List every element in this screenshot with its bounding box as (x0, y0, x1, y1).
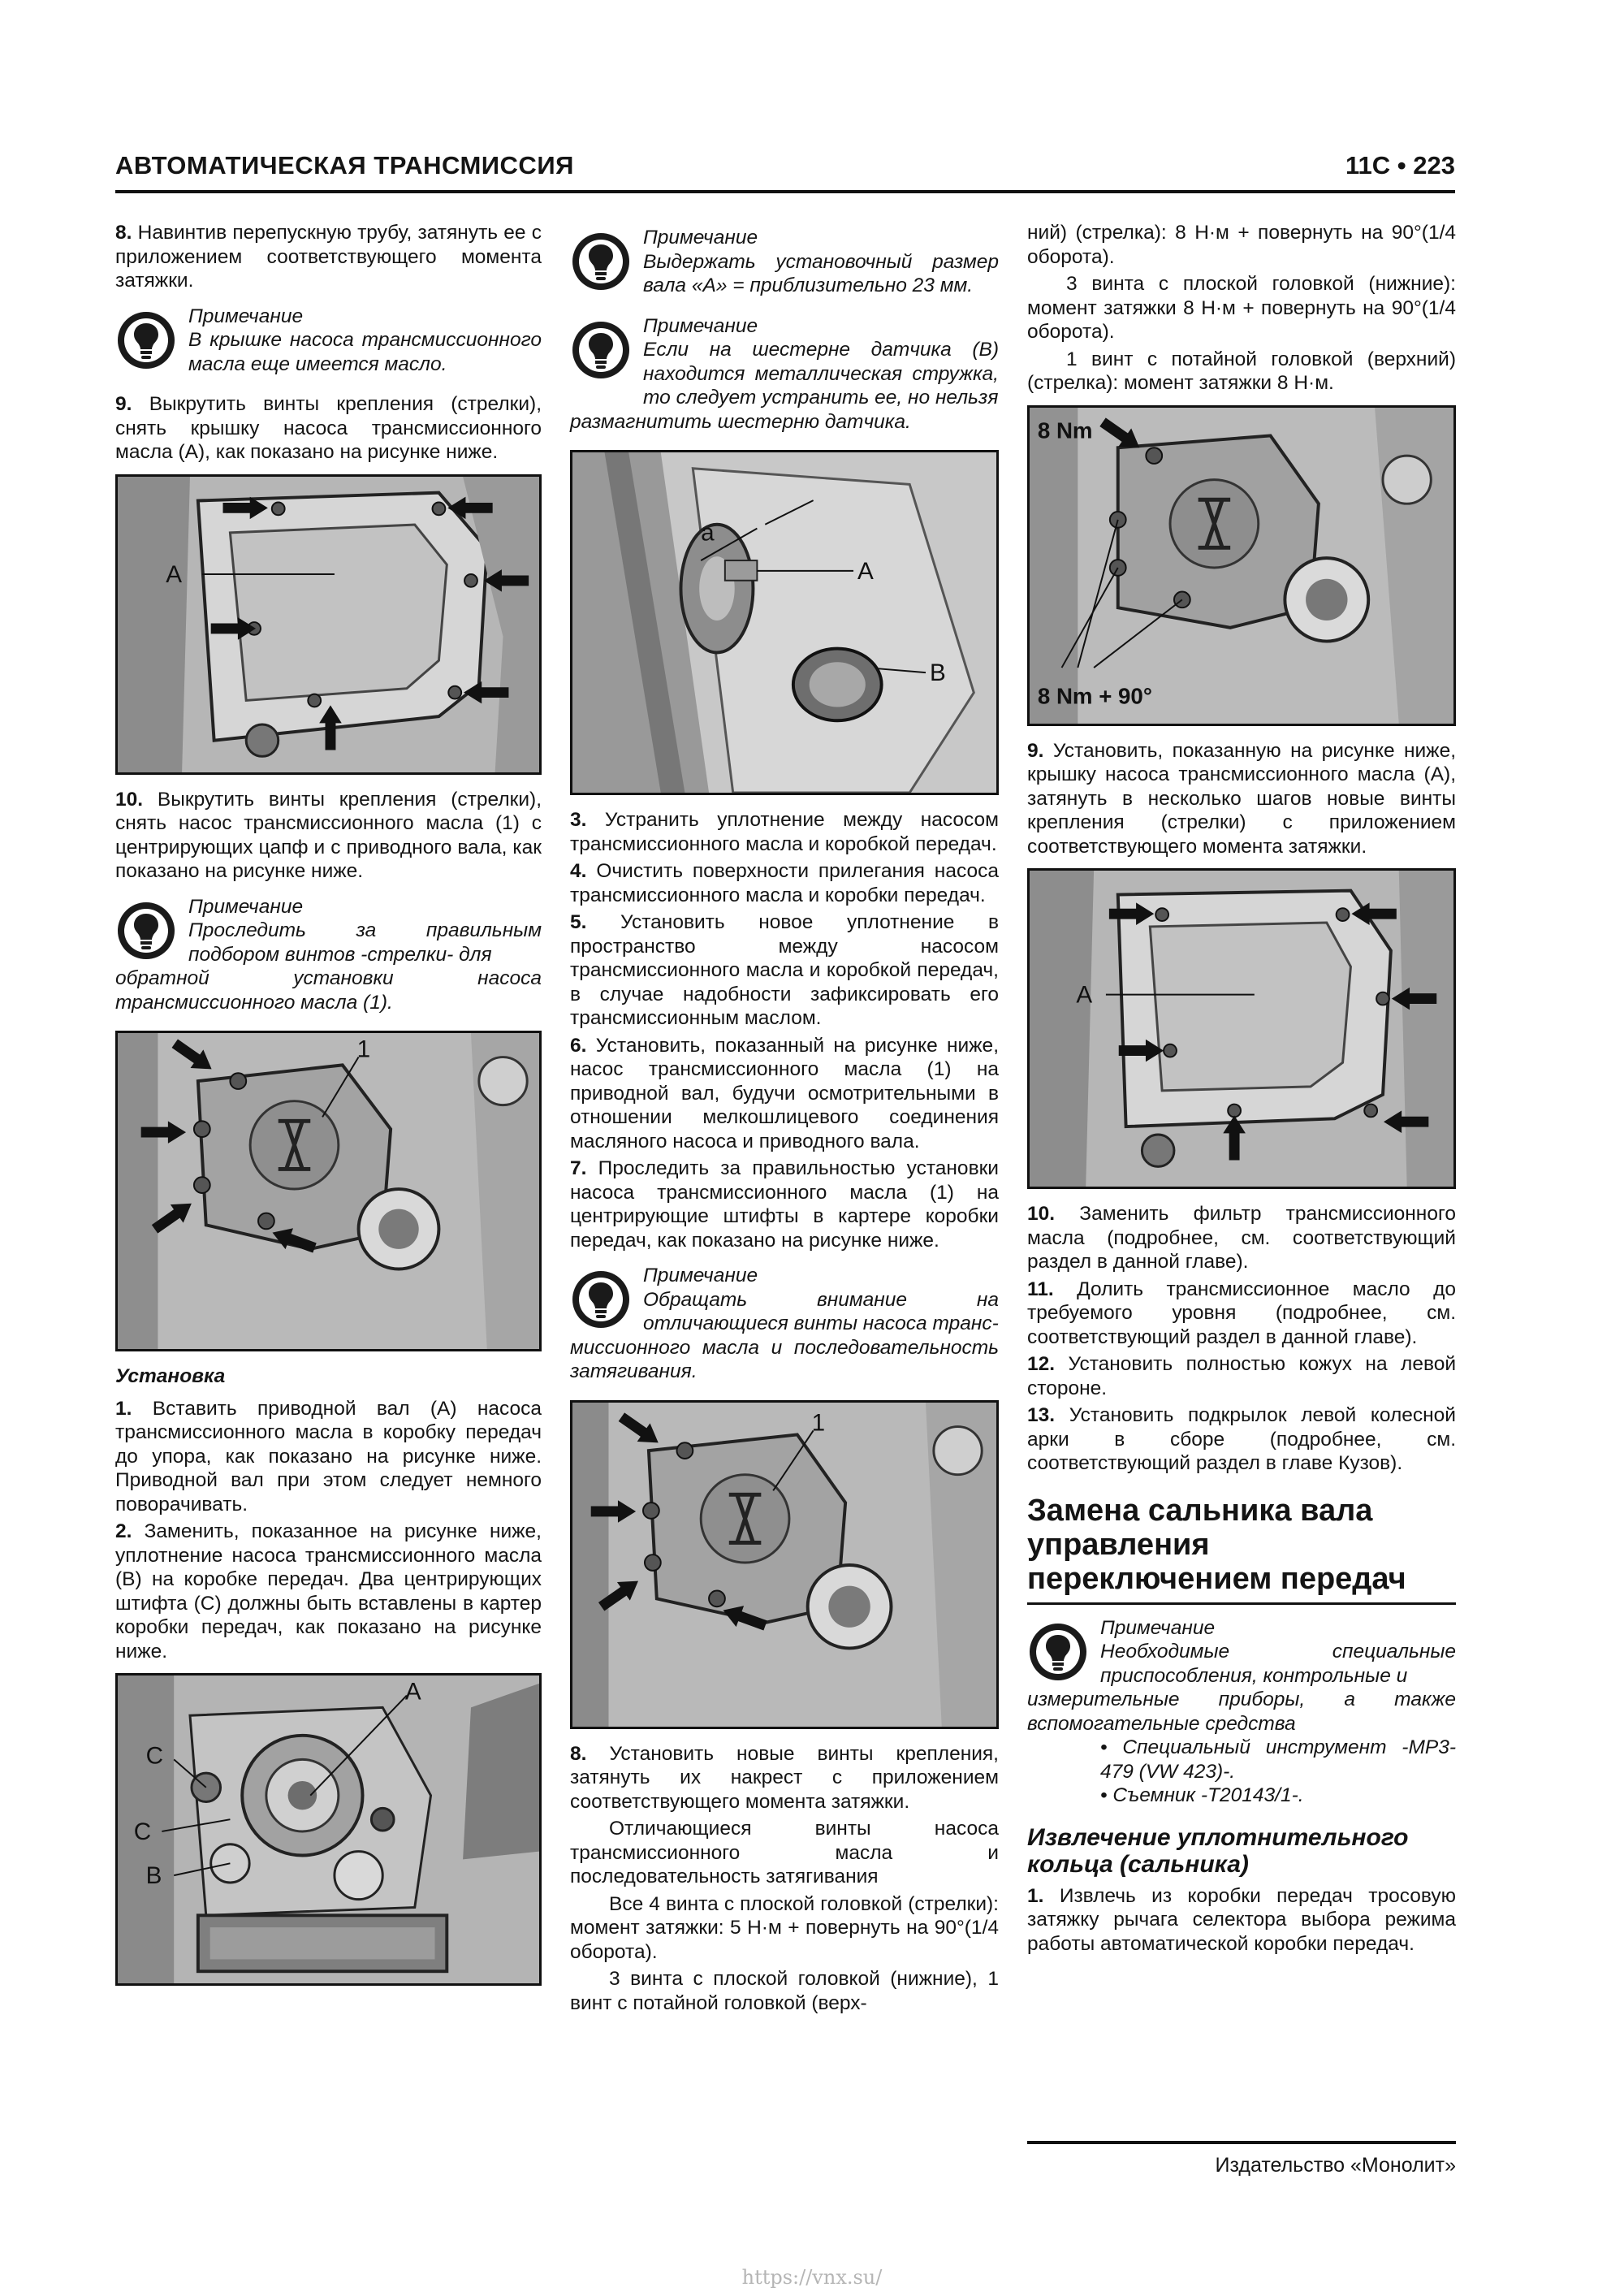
watermark-url: https://vnx.su/ (741, 2266, 883, 2289)
figure-pump-removal: 1 (115, 1031, 542, 1351)
page-header: АВТОМАТИЧЕСКАЯ ТРАНСМИССИЯ 11С • 223 (115, 148, 1455, 193)
figure-drive-shaft-seal: A C C B (115, 1673, 542, 1986)
torque-para-4: 3 винта с плоской головкой (нижние): мом… (1027, 273, 1456, 343)
column-2: Примечание Выдержать установочный размер… (570, 221, 999, 2018)
figure-sensor-gear: a A B (570, 450, 999, 795)
figure-pump-install: 1 (570, 1399, 999, 1729)
step-10b: 10. Заменить фильтр трансмиссионного мас… (1027, 1203, 1456, 1273)
step-7: 7. Проследить за правильностью установки… (570, 1157, 999, 1252)
lightbulb-note-icon (1027, 1621, 1089, 1683)
note-special-tools: Примечание Необходимые специальные присп… (1027, 1616, 1456, 1807)
removal-step-1: 1. Извлечь из коробки передач тросовую з… (1027, 1884, 1456, 1955)
fig4-label-b: B (930, 659, 946, 686)
install-heading: Установка (115, 1365, 226, 1387)
chapter-title: АВТОМАТИЧЕСКАЯ ТРАНСМИССИЯ (115, 151, 574, 179)
install-step-2: 2. Заменить, показанное на рисунке ниже,… (115, 1520, 542, 1663)
figure-torque-sequence: 8 Nm 8 Nm + 90° (1027, 404, 1456, 726)
tool-bullet-2: • Съемник -Т20143/1-. (1100, 1784, 1304, 1806)
step-9b: 9. Установить, показанную на рисунке ниж… (1027, 739, 1457, 858)
step-12: 12. Установить полностью кожух на левой … (1027, 1353, 1457, 1399)
torque-para-3: 3 винта с плоской головкой (нижние), 1 в… (570, 1968, 999, 2014)
lightbulb-note-icon (570, 231, 632, 292)
step-8b: 8. Установить новые винты крепления, зат… (570, 1742, 999, 1813)
step-6: 6. Установить, показанный на рисунке ниж… (570, 1034, 999, 1152)
section-title: Замена сальника вала управления переключ… (1027, 1494, 1456, 1605)
publisher-footer: Издательство «Монолит» (1027, 2141, 1456, 2177)
subsection-title: Извлечение уплотнительного кольца (сальн… (1027, 1823, 1409, 1878)
figure-cover-install: A (1027, 868, 1456, 1189)
figure-pump-cover-removal: A (115, 473, 542, 775)
fig3-label-c1: C (146, 1742, 163, 1769)
lightbulb-note-icon (115, 309, 177, 371)
fig4-label-a-small: a (701, 519, 715, 546)
fig7-label-a: A (1076, 982, 1092, 1009)
column-3: ний) (стрелка): 8 Н·м + повернуть на 90°… (1027, 221, 1456, 1959)
fig1-label-a: A (166, 560, 182, 587)
page-number: 11С • 223 (1345, 151, 1455, 179)
fig3-label-c2: C (134, 1818, 151, 1845)
column-1: 8. Навинтив перепускную трубу, затянуть … (115, 221, 542, 1999)
note-shaft-dimension: Примечание Выдержать установочный размер… (570, 226, 999, 298)
step-13: 13. Установить подкрылок левой колесной … (1027, 1404, 1456, 1474)
fig3-label-b: B (146, 1862, 162, 1889)
torque-para-3-cont: ний) (стрелка): 8 Н·м + повернуть на 90°… (1027, 222, 1456, 268)
step-10: 10. Выкрутить винты крепления (стрелки),… (115, 788, 542, 883)
torque-para-2: Все 4 винта с плоской головкой (стрелки)… (570, 1892, 999, 1963)
note-different-bolts: Примечание Обращать внимание на отличающ… (570, 1265, 999, 1382)
lightbulb-note-icon (570, 1269, 632, 1330)
step-5: 5. Установить новое уплотнение в простра… (570, 911, 999, 1029)
lightbulb-note-icon (115, 900, 177, 962)
lightbulb-note-icon (570, 319, 632, 381)
fig4-label-a: A (857, 558, 874, 585)
step-4: 4. Очистить поверхности прилегания насос… (570, 860, 999, 906)
fig6-label-bottom: 8 Nm + 90° (1038, 683, 1152, 708)
torque-para-5: 1 винт с потайной головкой (верхний) (ст… (1027, 348, 1456, 395)
install-step-1: 1. Вставить приводной вал (А) насоса тра… (115, 1397, 542, 1516)
fig5-label-1: 1 (812, 1409, 825, 1436)
note-oil-in-cover: Примечание В крышке насоса трансмиссионн… (115, 305, 542, 377)
torque-para-1: Отличающиеся винты насоса трансмиссионно… (570, 1818, 999, 1887)
step-9: 9. Выкрутить винты крепления (стрелки), … (115, 393, 542, 463)
fig6-label-top: 8 Nm (1038, 417, 1093, 443)
tool-bullet-1: • Специальный инструмент -МР3-479 (VW 42… (1100, 1736, 1456, 1783)
fig3-label-a: A (405, 1679, 421, 1706)
fig2-label-1: 1 (357, 1036, 371, 1063)
note-metal-chips: Примечание Если на шестерне датчика (В) … (570, 314, 999, 433)
step-3: 3. Устранить уплотнение между насосом тр… (570, 809, 1000, 855)
step-8: 8. Навинтив перепускную трубу, затянуть … (115, 222, 542, 292)
step-11: 11. Долить трансмиссионное масло до треб… (1027, 1278, 1456, 1348)
note-bolt-selection: Примечание Проследить за правильным подб… (115, 895, 542, 1014)
